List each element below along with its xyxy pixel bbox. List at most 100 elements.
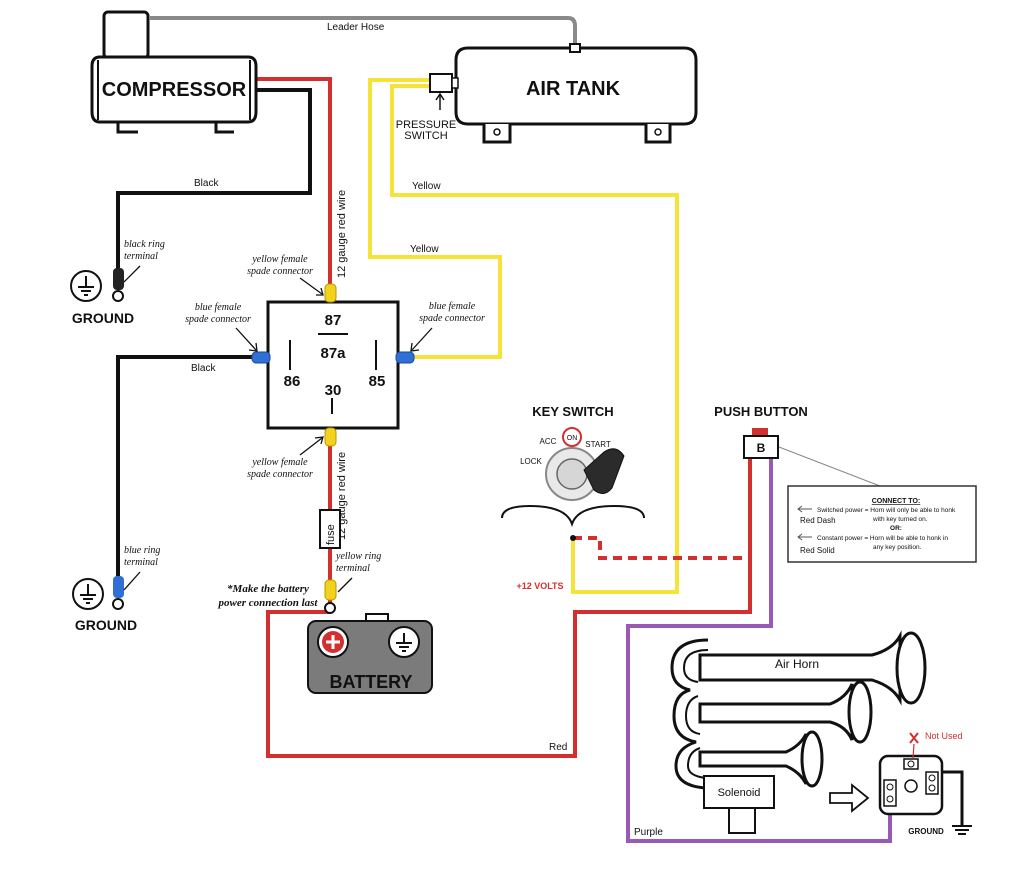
svg-text:yellow female: yellow female: [251, 457, 308, 468]
svg-text:with key turned on.: with key turned on.: [872, 516, 928, 523]
svg-text:ON: ON: [567, 435, 578, 442]
leader-hose: [150, 16, 577, 46]
annotation-blue-female-right: blue female spade connector: [410, 301, 485, 352]
svg-text:spade connector: spade connector: [419, 313, 485, 324]
not-used-marker: Not Used: [909, 731, 963, 759]
relay-pin-86: 86: [284, 373, 301, 390]
svg-text:terminal: terminal: [124, 251, 158, 262]
fuse: fuse: [319, 509, 341, 549]
blue-connector-86: [251, 351, 271, 364]
svg-text:power connection last: power connection last: [217, 597, 318, 609]
svg-text:yellow female: yellow female: [251, 254, 308, 265]
red-wire-compressor: [252, 77, 332, 290]
yellow-wire-key: [390, 84, 679, 594]
solenoid: Solenoid: [703, 775, 775, 834]
svg-text:spade connector: spade connector: [247, 469, 313, 480]
yellow-top-label: Yellow: [412, 181, 441, 192]
svg-text:KEY SWITCH: KEY SWITCH: [532, 404, 613, 419]
svg-text:START: START: [585, 440, 611, 449]
yellow-connector-30: [324, 427, 337, 447]
ground-bottom: GROUND: [72, 576, 137, 633]
horn-ground-wire: [936, 770, 964, 826]
key-on-indicator: [562, 427, 582, 447]
horn-ground: GROUND: [908, 825, 972, 836]
svg-text:spade connector: spade connector: [185, 314, 251, 325]
leader-hose-label: Leader Hose: [327, 22, 385, 33]
svg-text:yellow ring: yellow ring: [335, 551, 381, 562]
pressure-switch-label-1: PRESSURE: [396, 119, 457, 131]
annotation-yellow-female-bottom: yellow female spade connector: [247, 436, 324, 480]
yellow-mid-label: Yellow: [410, 244, 439, 255]
compressor-label: COMPRESSOR: [102, 79, 247, 101]
svg-text:blue female: blue female: [195, 302, 242, 313]
svg-text:terminal: terminal: [124, 557, 158, 568]
battery-label: BATTERY: [330, 672, 413, 692]
black-wire-compressor: [116, 88, 312, 270]
svg-text:Constant power = Horn will be: Constant power = Horn will be able to ho…: [817, 535, 948, 542]
solenoid-terminal: [878, 754, 944, 816]
svg-text:GROUND: GROUND: [75, 617, 137, 633]
relay-pin-85: 85: [369, 373, 386, 390]
pressure-switch-label-2: SWITCH: [404, 130, 447, 142]
red-wire-push: [266, 458, 752, 758]
svg-text:Red Solid: Red Solid: [800, 546, 835, 555]
battery: BATTERY: [307, 613, 433, 694]
red-gauge-top-label: 12 gauge red wire: [336, 190, 348, 278]
annotation-blue-female-left: blue female spade connector: [185, 302, 258, 352]
annotation-black-ring: black ring terminal: [123, 239, 165, 283]
air-horn: Air Horn: [670, 630, 927, 790]
x-mark-icon: [909, 732, 919, 744]
push-button[interactable]: PUSH BUTTON B: [714, 404, 881, 487]
svg-text:ACC: ACC: [540, 437, 557, 446]
key-switch: KEY SWITCH ON ACC START LOCK +12 VOLTS: [501, 404, 645, 591]
air-tank: AIR TANK: [454, 43, 698, 144]
svg-text:+12 VOLTS: +12 VOLTS: [516, 581, 563, 591]
key-icon: [583, 448, 625, 494]
svg-text:blue female: blue female: [429, 301, 476, 312]
svg-text:GROUND: GROUND: [908, 827, 944, 836]
relay-pin-30: 30: [325, 382, 342, 399]
svg-text:B: B: [757, 441, 766, 455]
svg-text:CONNECT TO:: CONNECT TO:: [872, 498, 920, 505]
svg-text:terminal: terminal: [336, 563, 370, 574]
blue-connector-85: [395, 351, 415, 364]
svg-text:any key position.: any key position.: [873, 544, 922, 551]
ground-top: GROUND: [70, 268, 134, 326]
yellow-ring-eye: [324, 602, 336, 614]
svg-text:black ring: black ring: [124, 239, 165, 250]
connect-info-box: CONNECT TO: Switched power = Horn will o…: [787, 485, 977, 563]
arrow-right-icon: [829, 783, 870, 813]
svg-text:fuse: fuse: [325, 524, 337, 545]
annotation-yellow-female-top: yellow female spade connector: [247, 254, 324, 296]
pressure-switch: PRESSURE SWITCH: [396, 73, 459, 142]
purple-wire: [626, 458, 892, 843]
svg-text:LOCK: LOCK: [520, 457, 542, 466]
yellow-wire-relay: [368, 78, 502, 359]
svg-text:*Make the battery: *Make the battery: [227, 583, 309, 595]
black-mid-label: Black: [191, 363, 216, 374]
svg-text:Red Dash: Red Dash: [800, 516, 836, 525]
battery-note: *Make the battery power connection last: [217, 583, 318, 609]
svg-text:OR:: OR:: [890, 525, 902, 532]
air-horn-label: Air Horn: [775, 657, 819, 671]
annotation-blue-ring: blue ring terminal: [123, 545, 160, 591]
svg-text:PUSH BUTTON: PUSH BUTTON: [714, 404, 808, 419]
svg-text:GROUND: GROUND: [72, 310, 134, 326]
red-dashed-switched: [573, 536, 750, 560]
svg-text:Solenoid: Solenoid: [718, 787, 761, 799]
yellow-connector-87: [324, 283, 337, 303]
relay-pin-87: 87: [325, 312, 342, 329]
black-wire-relay: [116, 355, 262, 578]
annotation-yellow-ring: yellow ring terminal: [335, 551, 381, 593]
svg-text:spade connector: spade connector: [247, 266, 313, 277]
svg-text:blue ring: blue ring: [124, 545, 160, 556]
relay: 87 87a 86 85 30: [266, 300, 400, 430]
air-tank-label: AIR TANK: [526, 78, 621, 100]
red-bottom-label: Red: [549, 742, 567, 753]
svg-text:Not Used: Not Used: [925, 731, 963, 741]
purple-label: Purple: [634, 827, 663, 838]
compressor: COMPRESSOR: [90, 10, 258, 134]
black-top-label: Black: [194, 178, 219, 189]
relay-pin-87a: 87a: [320, 345, 346, 362]
